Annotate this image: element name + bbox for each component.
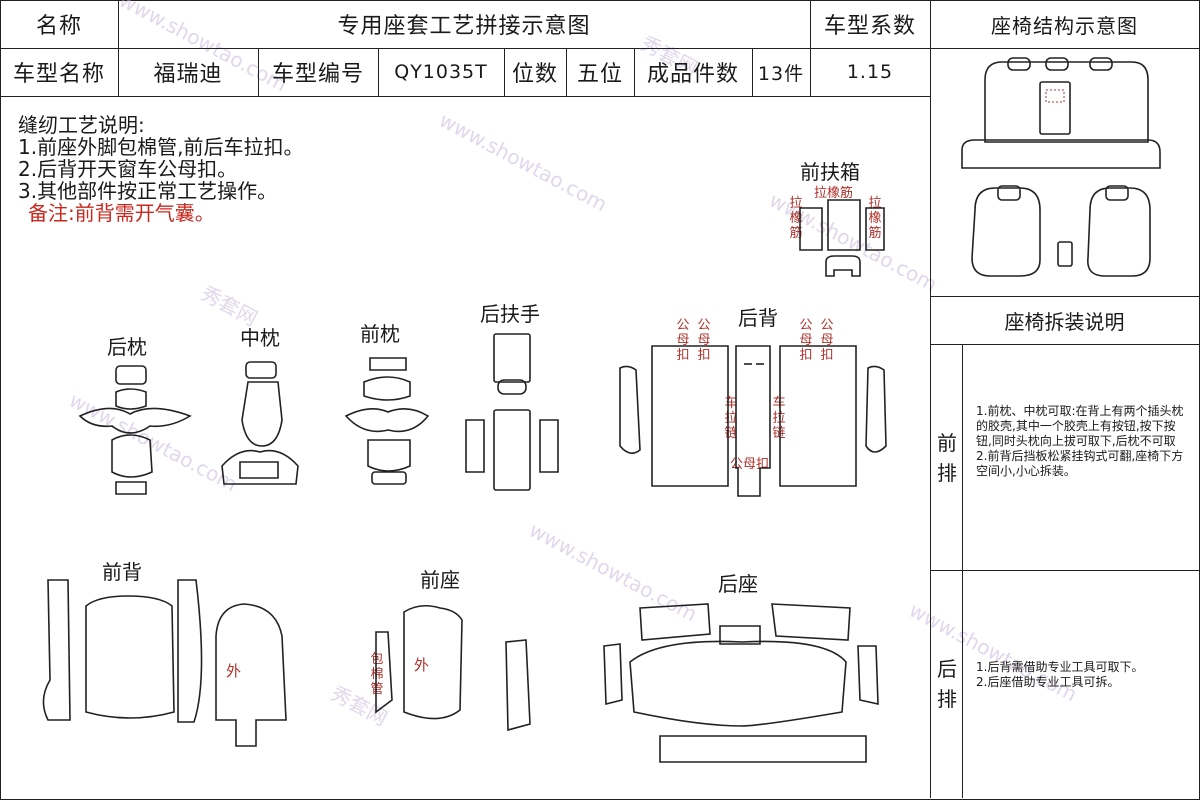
grid-line [0,48,930,49]
grid-line [810,0,811,96]
front-armbox-pieces [799,199,885,277]
name-label: 名称 [35,14,82,39]
rear-row-label: 后排 [937,657,957,711]
instruction-item: 2.后座借助专业工具可拆。 [976,675,1120,689]
model-code: QY1035T [394,61,488,83]
sewing-notes: 缝纫工艺说明: 1.前座外脚包棉管,前后车拉扣。 2.后背开天窗车公母扣。 3.… [18,114,303,224]
rear-row-instructions: 1.后背需借助专业工具可取下。 2.后座借助专业工具可拆。 [976,660,1188,690]
instruction-item: 1.后背需借助专业工具可取下。 [976,660,1144,674]
annotation-outer-back: 外 [226,662,242,680]
front-row-instructions: 1.前枕、中枕可取:在背上有两个插头枕的胶壳,其中一个胶壳上有按钮,按下按钮,同… [976,404,1188,479]
model-code-label: 车型编号 [271,62,364,87]
grid-line [930,344,1199,345]
grid-line [930,296,1199,297]
disassembly-title: 座椅拆装说明 [1004,309,1125,334]
part-label-rear-seat: 后座 [718,572,758,596]
part-label-front-headrest: 前枕 [360,322,400,346]
rear-headrest-pieces [78,365,192,495]
part-label-front-back: 前背 [102,560,142,584]
model-name-label: 车型名称 [12,62,105,87]
notes-heading: 缝纫工艺说明: [18,113,145,137]
diagram-title: 专用座套工艺拼接示意图 [337,14,591,39]
pieces-label: 成品件数 [646,62,739,87]
grid-line [930,48,1199,49]
notes-remark: 备注:前背需开气囊。 [28,201,215,225]
annotation-snap: 公母扣 [799,318,813,363]
front-row-label: 前排 [937,431,957,485]
grid-line [634,48,635,96]
coef-label: 车型系数 [823,14,916,39]
front-seat-pieces [375,604,531,732]
part-label-rear-armrest: 后扶手 [480,302,540,326]
rear-armrest-pieces [465,333,559,491]
seat-structure-sketch [961,57,1161,277]
annotation-elastic-top: 拉橡筋 [814,186,854,201]
annotation-snap: 公母扣 [676,318,690,363]
annotation-snap: 公母扣 [697,318,711,363]
middle-headrest-pieces [221,361,299,485]
part-label-middle-headrest: 中枕 [240,326,280,350]
part-label-rear-back: 后背 [738,306,778,330]
grid-line [258,48,259,96]
rear-seat-pieces [603,603,879,763]
annotation-outer-seat: 外 [414,656,430,674]
part-label-rear-headrest: 后枕 [107,335,147,359]
part-label-front-armbox: 前扶箱 [800,160,860,184]
annotation-snap: 公母扣 [820,318,834,363]
model-name: 福瑞迪 [153,62,223,87]
seats-label: 位数 [511,62,558,87]
grid-line [930,0,931,798]
notes-item: 1.前座外脚包棉管,前后车拉扣。 [18,135,304,159]
grid-line [752,48,753,96]
instruction-item: 1.前枕、中枕可取:在背上有两个插头枕的胶壳,其中一个胶壳上有按钮,按下按钮,同… [976,404,1184,448]
grid-line [0,96,930,97]
coef-value: 1.15 [846,61,894,83]
grid-line [962,344,963,798]
annotation-cotton-tube: 包棉管 [370,652,384,697]
instruction-item: 2.前背后挡板松紧挂钩式可翻,座椅下方空间小,小心拆装。 [976,449,1184,478]
rear-back-pieces [619,345,887,497]
pieces-value: 13件 [757,62,805,85]
notes-item: 3.其他部件按正常工艺操作。 [18,179,278,203]
grid-line [566,48,567,96]
notes-item: 2.后背开天窗车公母扣。 [18,157,238,181]
seats-value: 五位 [576,62,623,87]
front-headrest-pieces [344,357,430,485]
front-back-pieces [42,579,287,747]
grid-line [378,48,379,96]
grid-line [118,0,119,96]
annotation-zipper-right: 车拉链 [772,396,786,441]
grid-line [504,48,505,96]
structure-title: 座椅结构示意图 [991,13,1138,38]
grid-line [930,570,1199,571]
part-label-front-seat: 前座 [420,568,460,592]
